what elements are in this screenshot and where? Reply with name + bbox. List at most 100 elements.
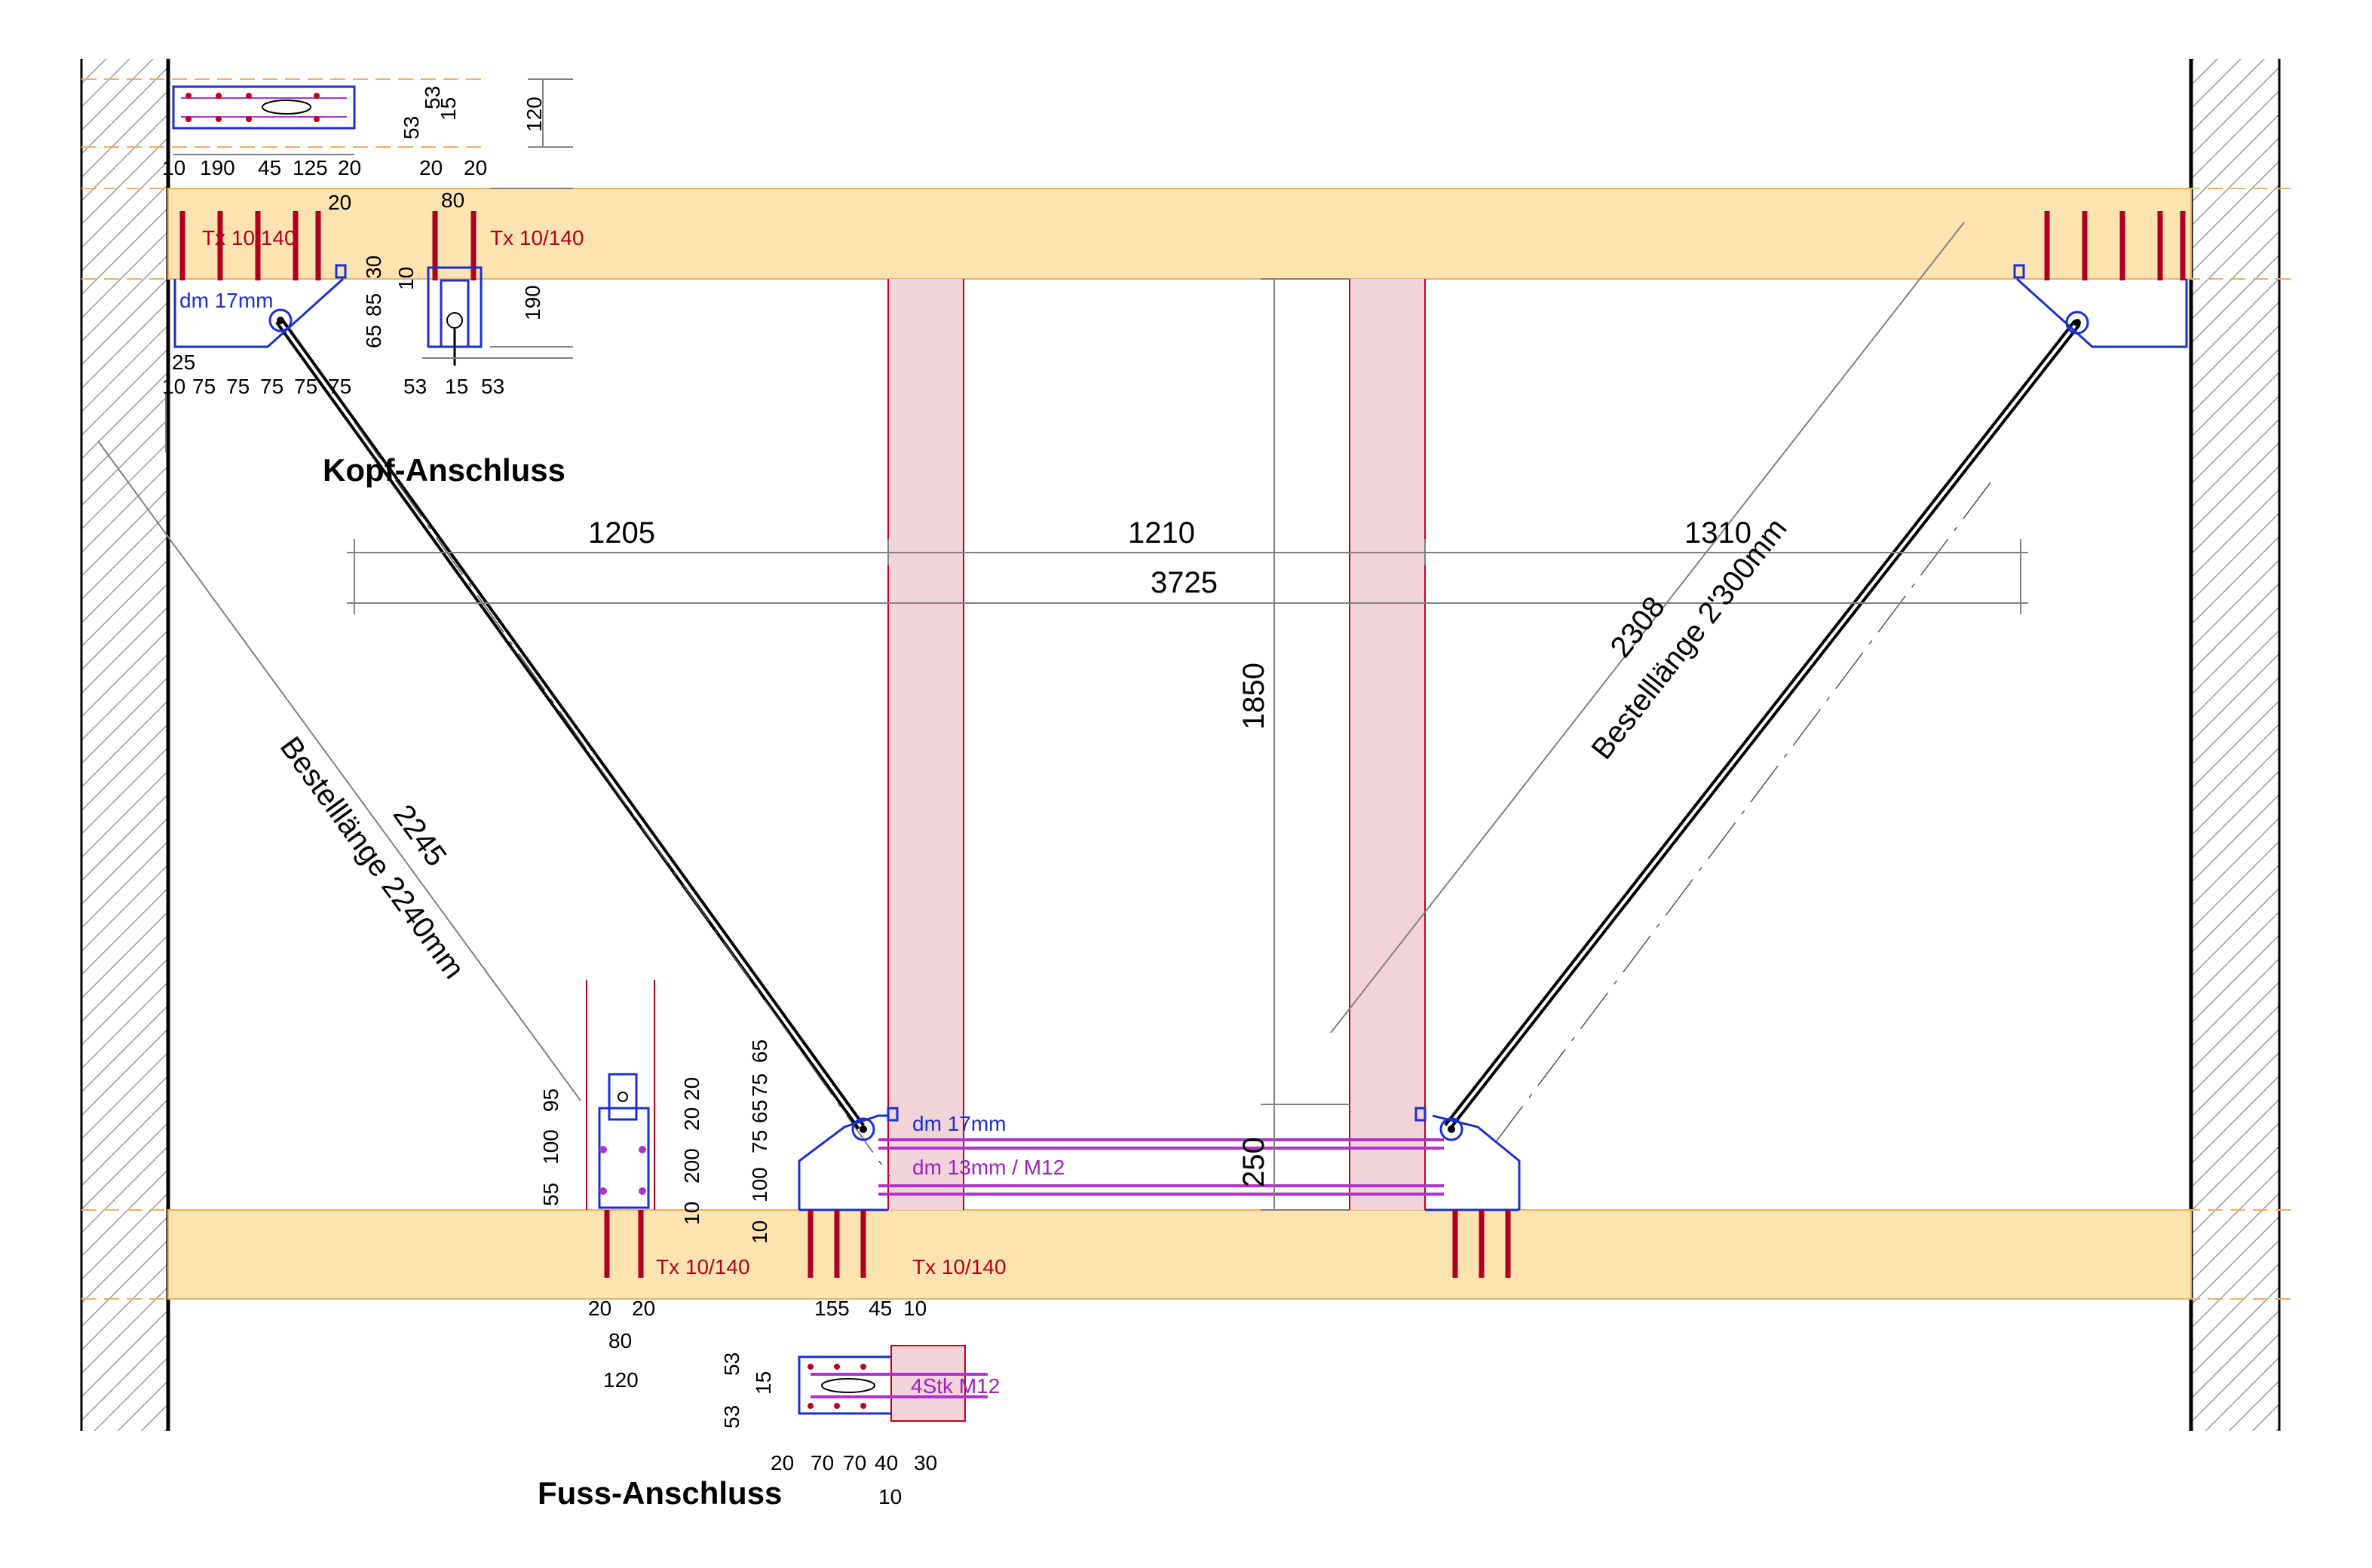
- dim-fps-1: 15: [752, 1371, 775, 1395]
- bolts-note: 4Stk M12: [911, 1374, 1000, 1398]
- dim-ks-5: 53: [403, 375, 427, 398]
- dim-fpb-1: 70: [811, 1451, 834, 1475]
- dim-kes-4: 25: [172, 351, 195, 374]
- dim-ks-7: 53: [481, 375, 504, 398]
- bracket-bottom-right: [1414, 1107, 1521, 1211]
- dim-kps-2: 15: [437, 97, 460, 121]
- dm13-note: dm 13mm / M12: [912, 1156, 1065, 1179]
- screw-note-top-section: Tx 10/140: [490, 226, 584, 250]
- dim-kps-0: 53: [400, 116, 423, 139]
- dim-kpt-2: 45: [258, 156, 281, 179]
- screws-bottom-left: [808, 1210, 866, 1278]
- dim-fps-2: 53: [720, 1405, 743, 1429]
- dim-fps-0: 53: [720, 1352, 743, 1376]
- dim-fsl-4: 20: [680, 1107, 703, 1131]
- dim-kpt-3: 125: [293, 156, 328, 179]
- dim-kpt-1: 190: [200, 156, 235, 179]
- dim-kpt-0: 10: [162, 156, 185, 179]
- dim-feb-0: 155: [814, 1297, 850, 1320]
- dim-fes-5: 65: [748, 1040, 771, 1063]
- bracket-bottom-left: [798, 1107, 899, 1211]
- dim-keb-5: 75: [328, 375, 351, 398]
- tension-rod-right: [1444, 320, 2081, 1147]
- screws-top-section: [432, 211, 477, 280]
- bracket-top-right: [2013, 264, 2188, 348]
- dim-height: 1850: [1237, 663, 1270, 730]
- dm17-note-bottom: dm 17mm: [912, 1112, 1006, 1135]
- tension-rod-left: [275, 317, 890, 1177]
- dim-feb-1: 45: [869, 1297, 892, 1320]
- dim-kpt-4: 20: [338, 156, 361, 179]
- dim-fsb-3: 120: [603, 1368, 639, 1392]
- dim-fes-1: 75: [748, 1130, 771, 1153]
- dim-kes-1: 30: [362, 256, 385, 279]
- dim-kps-3: 120: [523, 96, 546, 132]
- dim-fsb-1: 20: [632, 1297, 655, 1320]
- screw-note-top-left: Tx 10/140: [202, 226, 296, 250]
- fuss-section-view: [586, 980, 655, 1210]
- dim-fsb-2: 80: [608, 1329, 632, 1352]
- kopf-plan-view: [81, 78, 573, 155]
- bottom-beam: [167, 1209, 2192, 1300]
- dim-fpb-4: 30: [914, 1451, 937, 1475]
- dim-span-2: 1210: [1128, 516, 1195, 550]
- dim-keb-0: 10: [162, 375, 185, 398]
- dim-span-total: 3725: [1151, 566, 1218, 599]
- dim-ks-0: 20: [419, 156, 443, 179]
- left-wall: [80, 59, 170, 1431]
- bracket-top-left: [173, 264, 347, 348]
- dim-fpb-2: 70: [843, 1451, 866, 1475]
- screw-note-bottom-left: Tx 10/140: [912, 1255, 1007, 1279]
- top-beam: [167, 188, 2192, 280]
- screw-note-bottom-section: Tx 10/140: [656, 1255, 750, 1279]
- dim-rod-left: 2245: [387, 798, 453, 872]
- dim-ks-4: 190: [521, 285, 544, 320]
- dim-kes-2: 85: [362, 293, 385, 317]
- dim-kes-0: 10: [394, 267, 418, 290]
- dim-fsb-0: 20: [588, 1297, 611, 1320]
- dim-fsl-6: 10: [680, 1202, 703, 1225]
- kopf-section-view: [422, 188, 573, 366]
- screws-top-right: [2044, 211, 2186, 280]
- dim-span-3: 1310: [1684, 516, 1751, 550]
- dim-fsl-0: 55: [539, 1183, 562, 1206]
- dim-fes-2: 100: [748, 1167, 771, 1202]
- dim-fsl-1: 100: [539, 1129, 562, 1165]
- dim-keb-1: 75: [192, 375, 216, 398]
- dimension-lines: [97, 222, 2028, 1211]
- screws-top-left: [179, 211, 321, 280]
- dim-ks-2: 80: [441, 188, 464, 212]
- dim-kps-1: 53: [421, 86, 444, 109]
- dim-fsl-3: 20: [680, 1077, 703, 1101]
- dim-fsl-5: 200: [680, 1148, 703, 1184]
- dim-fes-3: 10: [748, 1220, 771, 1244]
- bolt-lower: [878, 1184, 1444, 1196]
- dim-fpb-5: 10: [878, 1485, 902, 1508]
- dim-ks-3: 20: [328, 191, 351, 214]
- bolt-upper: [878, 1138, 1444, 1150]
- dim-feb-2: 10: [903, 1297, 927, 1320]
- screws-bottom-section: [604, 1210, 644, 1278]
- dim-span-1: 1205: [588, 516, 655, 550]
- fuss-plan-view: [798, 1345, 988, 1422]
- column-left: [887, 279, 964, 1210]
- dim-kes-3: 65: [362, 325, 385, 348]
- dim-ks-6: 15: [445, 375, 468, 398]
- column-right: [1349, 279, 1426, 1210]
- dim-base: 250: [1237, 1137, 1270, 1187]
- dim-keb-2: 75: [226, 375, 250, 398]
- dim-keb-4: 75: [294, 375, 317, 398]
- fuss-title: Fuss-Anschluss: [538, 1475, 782, 1511]
- right-wall: [2189, 59, 2281, 1431]
- dim-fpb-0: 20: [771, 1451, 794, 1475]
- dim-fes-4: 75: [748, 1073, 771, 1097]
- dim-fsl-2: 95: [539, 1089, 562, 1112]
- dim-fpb-3: 40: [875, 1451, 898, 1475]
- dim-fes-0: 65: [748, 1100, 771, 1123]
- kopf-title: Kopf-Anschluss: [323, 452, 565, 488]
- dim-ks-1: 20: [464, 156, 487, 179]
- dim-keb-3: 75: [260, 375, 283, 398]
- screws-bottom-right: [1452, 1210, 1511, 1278]
- dm17-note-top: dm 17mm: [179, 289, 273, 312]
